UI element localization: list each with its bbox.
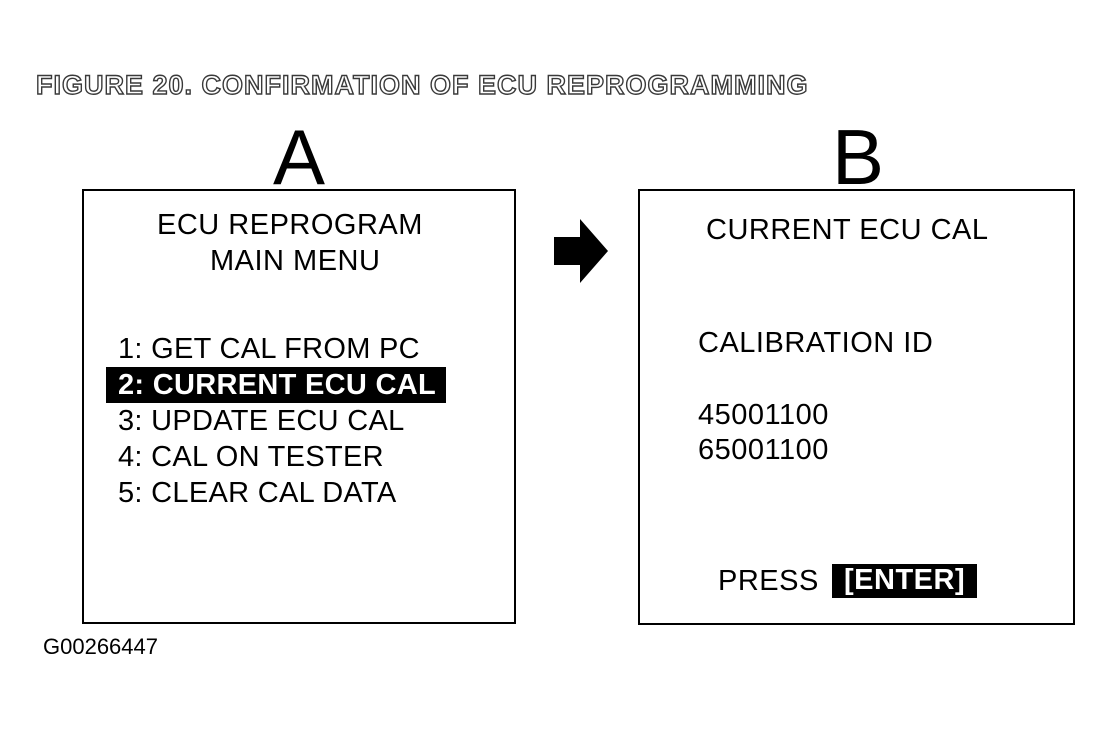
main-menu-list: 1: GET CAL FROM PC 2: CURRENT ECU CAL 3:… (106, 331, 446, 511)
menu-item-clear-cal-data[interactable]: 5: CLEAR CAL DATA (118, 477, 397, 509)
press-label: PRESS (718, 565, 819, 597)
main-menu-title-line1: ECU REPROGRAM (157, 209, 423, 241)
current-ecu-cal-title: CURRENT ECU CAL (706, 214, 989, 246)
calibration-id-value-1: 45001100 (698, 399, 829, 431)
right-arrow-icon (554, 219, 608, 283)
panel-a-letter: A (273, 113, 326, 201)
figure-code: G00266447 (43, 634, 158, 659)
panel-b-letter: B (832, 113, 885, 201)
menu-item-get-cal-from-pc[interactable]: 1: GET CAL FROM PC (118, 333, 420, 365)
calibration-id-value-2: 65001100 (698, 434, 829, 466)
menu-item-current-ecu-cal[interactable]: 2: CURRENT ECU CAL (106, 367, 446, 403)
menu-item-cal-on-tester[interactable]: 4: CAL ON TESTER (118, 441, 384, 473)
figure-title: FIGURE 20. CONFIRMATION OF ECU REPROGRAM… (35, 69, 809, 100)
screen-a-main-menu: ECU REPROGRAM MAIN MENU 1: GET CAL FROM … (82, 189, 516, 624)
screen-b-current-ecu-cal: CURRENT ECU CAL CALIBRATION ID 45001100 … (638, 189, 1075, 625)
calibration-id-label: CALIBRATION ID (698, 327, 934, 359)
main-menu-title-line2: MAIN MENU (210, 245, 381, 277)
enter-button[interactable]: [ENTER] (832, 564, 978, 598)
menu-item-update-ecu-cal[interactable]: 3: UPDATE ECU CAL (118, 405, 405, 437)
